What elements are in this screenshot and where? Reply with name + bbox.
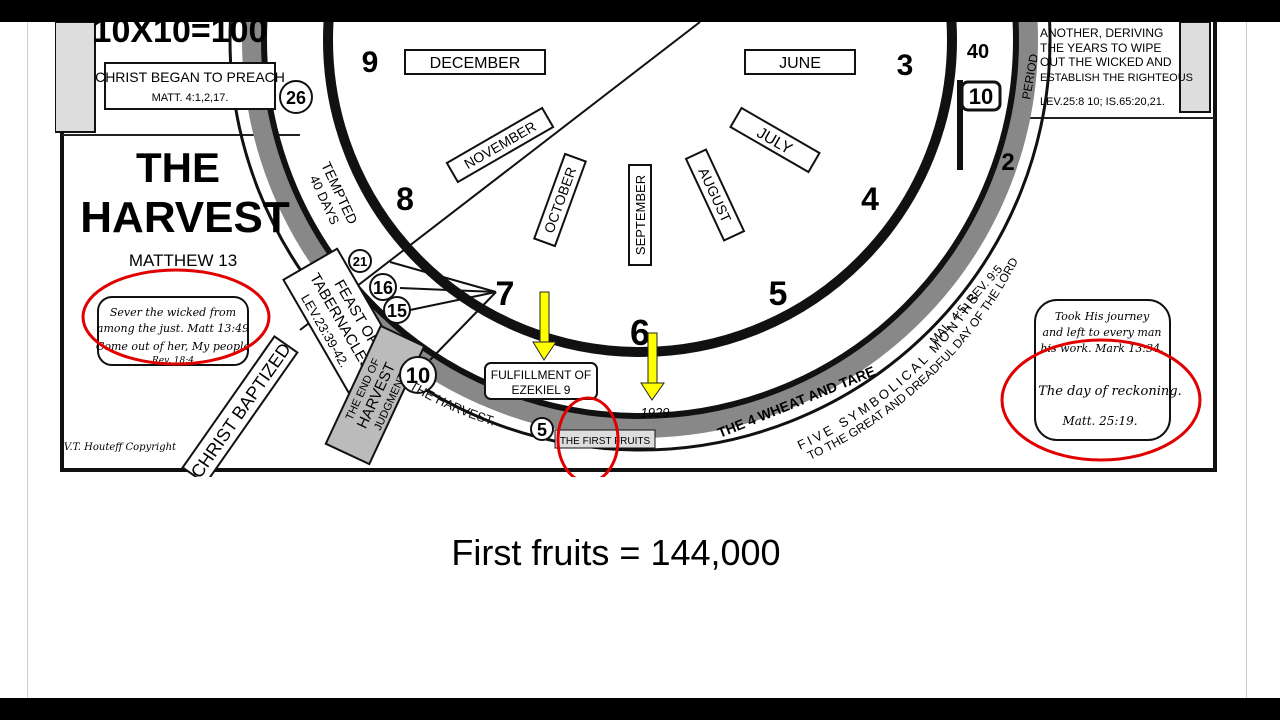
svg-text:40: 40 [967,41,989,63]
chart-frame [60,22,1217,472]
svg-text:26: 26 [286,88,306,108]
header-equation: 10X10=100 [93,22,268,50]
fulfillment-label: EZEKIEL 9 [512,383,571,397]
svg-text:16: 16 [373,278,393,298]
clock-number-5: 5 [769,275,788,313]
month-september: SEPTEMBER [633,175,648,255]
top-right-line: THE YEARS TO WIPE [1040,41,1161,55]
red-circle-annotation [1000,338,1202,462]
svg-text:10: 10 [406,363,430,388]
clock-number-8: 8 [396,181,414,217]
scroll-post-right [1179,22,1211,113]
bottom-black-bar [0,698,1280,720]
title-harvest: HARVEST [80,193,290,242]
yellow-arrow-icon [640,332,665,401]
clock-number-7: 7 [496,275,515,313]
signature: V.T. Houteff Copyright [64,442,177,453]
year-1929: 1929 [641,405,670,420]
clock-ring [323,22,957,357]
clock-number-2: 2 [1001,149,1014,176]
top-black-bar [0,0,1280,22]
fulfillment-box [484,362,598,400]
scroll-left-line: Sever the wicked from [110,306,236,319]
scroll-left-line: Come out of her, My people [96,340,251,353]
slide-caption: First fruits = 144,000 [451,532,781,573]
yellow-arrow-icon [532,291,557,361]
top-right-line: ESTABLISH THE RIGHTEOUS [1040,72,1193,84]
clock-number-6: 6 [630,312,650,353]
fulfillment-label: FULFILLMENT OF [491,368,591,382]
svg-text:10: 10 [969,84,993,109]
top-right-line: ANOTHER, DERIVING [1040,26,1163,40]
scroll-post-left [55,22,96,133]
harvest-chart: 9 8 7 6 5 4 3 2 DECEMBER NOVEMBER OCTOBE… [55,22,1220,477]
scroll-left-line: among the just. Matt 13:49 [97,322,249,335]
numbered-markers: 26 21 16 15 10 5 40 10 [279,41,1002,441]
outer-ring [228,22,1052,452]
month-december: DECEMBER [430,55,521,72]
preach-ref: MATT. 4:1,2,17. [152,92,229,104]
red-circle-annotation [81,268,271,366]
svg-text:5: 5 [537,420,547,440]
scroll-left-line: Rev. 18:4 [151,356,194,366]
scroll-right-line: Took His journey [1055,310,1150,323]
time-band [242,22,1038,438]
scroll-right-line: Matt. 25:19. [1061,414,1137,428]
first-fruits-label: THE FIRST FRUITS [560,436,651,447]
scroll-right-line: The day of reckoning. [1038,384,1181,399]
month-june: JUNE [779,55,821,72]
title-the: THE [136,144,220,191]
scroll-right-line: his work. Mark 13:34. [1040,342,1163,355]
red-circle-annotation [556,396,620,477]
svg-text:21: 21 [353,254,367,269]
scroll-right [1034,299,1171,441]
clock-number-9: 9 [362,46,379,79]
clock-number-4: 4 [861,181,879,217]
clock-number-3: 3 [897,49,914,82]
svg-text:15: 15 [387,301,407,321]
top-right-line: OUT THE WICKED AND [1040,55,1172,69]
subtitle-matthew: MATTHEW 13 [129,251,237,270]
preach-title: CHRIST BEGAN TO PREACH [95,69,285,85]
top-right-ref: LEV.25:8 10; IS.65:20,21. [1040,96,1165,108]
scroll-right-line: and left to every man [1042,326,1161,339]
